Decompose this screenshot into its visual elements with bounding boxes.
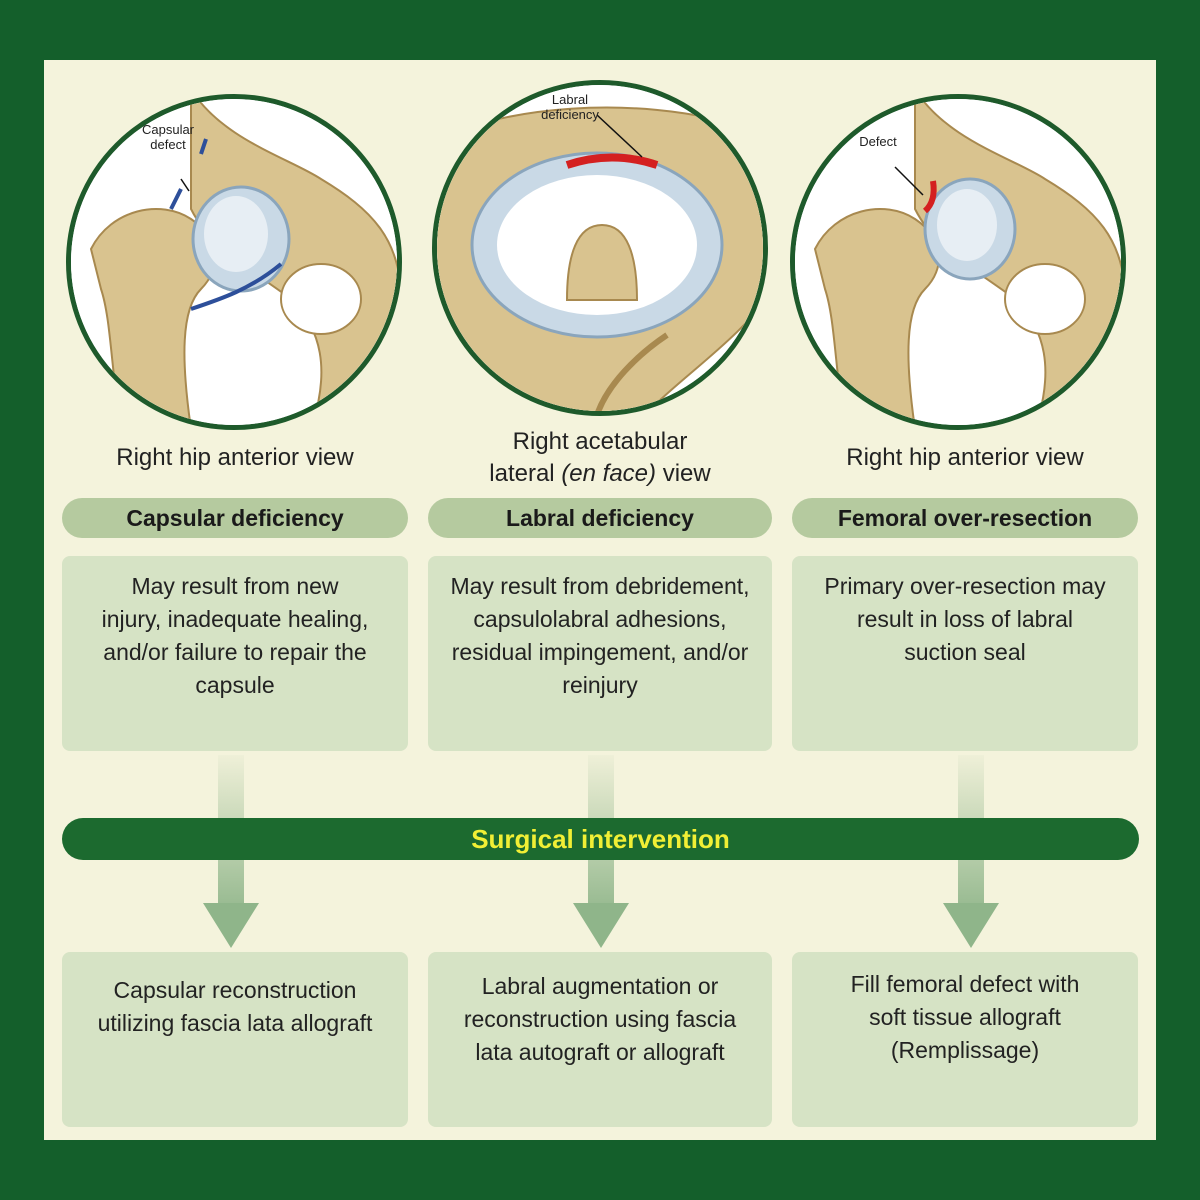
view-caption-1: Right hip anterior view xyxy=(62,442,408,474)
view-caption-2-italic: (en face) xyxy=(561,460,656,487)
femoral-defect-illustration xyxy=(790,94,1126,430)
view-caption-2: Right acetabular lateral (en face) view xyxy=(428,426,772,490)
view-caption-2-prefix: lateral xyxy=(489,460,561,487)
treatment-box-capsular: Capsular reconstruction utilizing fascia… xyxy=(62,952,408,1127)
cause-box-labral: May result from debridement, capsulolabr… xyxy=(428,556,772,751)
treatment-box-femoral: Fill femoral defect with soft tissue all… xyxy=(792,952,1138,1127)
labral-deficiency-label: Labral deficiency xyxy=(530,92,610,122)
view-caption-2-suffix: view xyxy=(656,460,711,487)
view-caption-2-line2: lateral (en face) view xyxy=(428,458,772,490)
capsular-defect-label: Capsular defect xyxy=(128,122,208,152)
surgical-intervention-band: Surgical intervention xyxy=(62,818,1139,860)
femoral-defect-label: Defect xyxy=(848,136,908,148)
view-caption-1-text: Right hip anterior view xyxy=(116,444,353,471)
view-caption-3: Right hip anterior view xyxy=(792,442,1138,474)
cause-box-femoral: Primary over-resection may result in los… xyxy=(792,556,1138,751)
capsular-defect-illustration xyxy=(66,94,402,430)
view-caption-3-text: Right hip anterior view xyxy=(846,444,1083,471)
labral-deficiency-illustration xyxy=(432,80,768,416)
heading-capsular-deficiency: Capsular deficiency xyxy=(62,498,408,538)
heading-femoral-over-resection: Femoral over-resection xyxy=(792,498,1138,538)
heading-labral-deficiency: Labral deficiency xyxy=(428,498,772,538)
cause-box-capsular: May result from new injury, inadequate h… xyxy=(62,556,408,751)
treatment-box-labral: Labral augmentation or reconstruction us… xyxy=(428,952,772,1127)
view-caption-2-line1: Right acetabular xyxy=(428,426,772,458)
